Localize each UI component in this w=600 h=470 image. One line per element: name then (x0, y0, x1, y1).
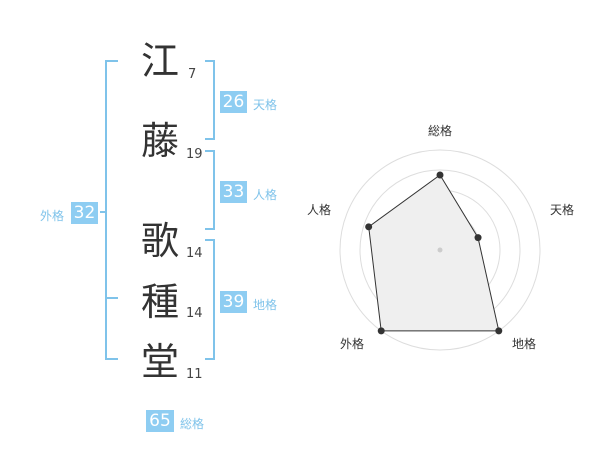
radar-point-4 (377, 327, 385, 335)
jinkaku-label: 人格 (253, 188, 278, 202)
stroke-count-3: 14 (186, 246, 203, 261)
chikaku-label: 地格 (253, 298, 278, 312)
radar-ring-5 (339, 149, 541, 351)
name-char-4: 種 (140, 280, 179, 324)
name-char-3: 歌 (140, 219, 179, 263)
radar-axis-label-chikaku: 地格 (512, 337, 537, 351)
tenkaku-label: 天格 (253, 98, 278, 112)
tenkaku-bracket (205, 60, 215, 140)
radar-axis-label-jinkaku: 人格 (307, 203, 332, 217)
radar-point-5 (365, 223, 373, 231)
radar-shape (368, 174, 500, 332)
name-char-1: 江 (140, 39, 179, 83)
name-char-2: 藤 (140, 119, 179, 163)
stroke-count-2: 19 (186, 147, 203, 162)
radar-center-dot (437, 247, 443, 253)
stroke-count-5: 11 (186, 367, 203, 382)
jinkaku-bracket (205, 150, 215, 230)
soukaku-label: 総格 (180, 417, 205, 431)
stroke-count-1: 7 (188, 67, 197, 82)
radar-point-1 (436, 171, 444, 179)
chikaku-value-badge: 39 (220, 291, 247, 313)
tenkaku-value-badge: 26 (220, 91, 247, 113)
name-char-5: 堂 (140, 340, 179, 384)
stroke-count-4: 14 (186, 306, 203, 321)
chikaku-bracket (205, 239, 215, 360)
jinkaku-value-badge: 33 (220, 181, 247, 203)
radar-axis-label-gaikaku: 外格 (340, 337, 365, 351)
radar-point-3 (495, 327, 503, 335)
soukaku-value-badge: 65 (146, 410, 174, 432)
radar-axis-label-soukaku: 総格 (428, 124, 453, 138)
gaikaku-label: 外格 (40, 209, 65, 223)
radar-axis-label-tenkaku: 天格 (550, 203, 575, 217)
radar-point-2 (474, 234, 482, 242)
gaikaku-value-badge: 32 (71, 202, 98, 224)
gaikaku-bracket (105, 60, 118, 360)
